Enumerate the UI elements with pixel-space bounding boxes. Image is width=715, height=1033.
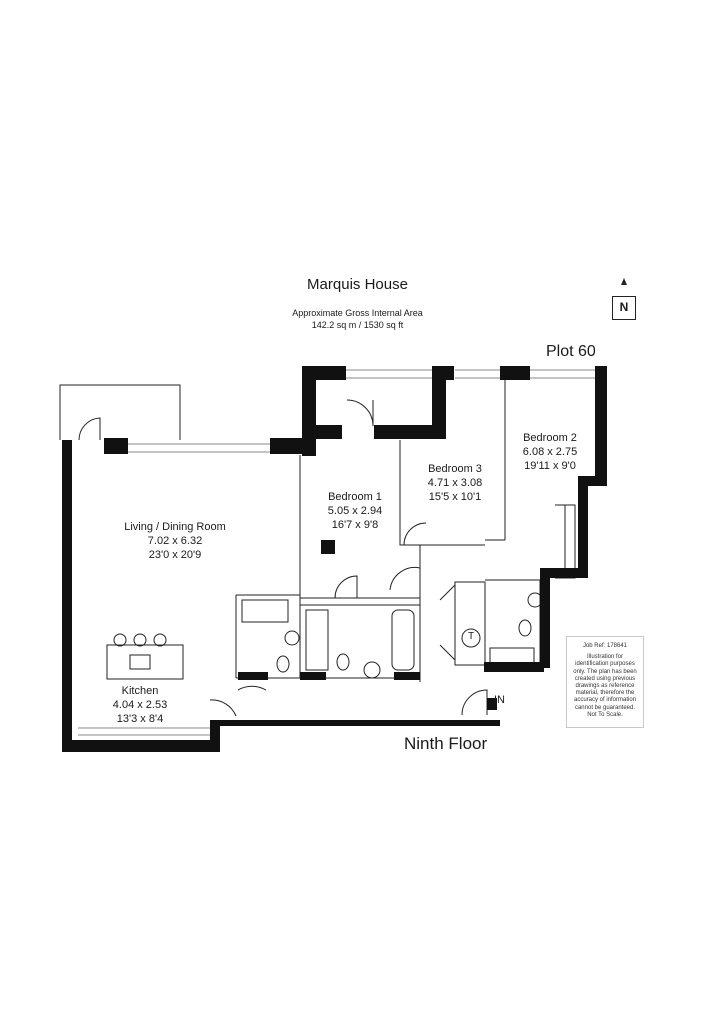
wall bbox=[432, 366, 446, 439]
room-metric: 4.71 x 3.08 bbox=[427, 477, 483, 489]
room-imperial: 16'7 x 9'8 bbox=[331, 519, 379, 531]
door-swing bbox=[237, 685, 267, 691]
toilet bbox=[518, 619, 532, 637]
wall bbox=[394, 672, 420, 680]
shower-tray bbox=[305, 609, 329, 671]
toilet bbox=[276, 655, 290, 673]
column bbox=[321, 540, 335, 554]
wall bbox=[484, 662, 544, 672]
wall bbox=[500, 366, 530, 380]
stool bbox=[133, 633, 147, 647]
wall bbox=[210, 720, 220, 752]
disclaimer-text: Illustration for identification purposes… bbox=[573, 654, 637, 718]
room-label-kitchen: Kitchen 4.04 x 2.53 13'3 x 8'4 bbox=[90, 684, 190, 726]
room-imperial: 23'0 x 20'9 bbox=[148, 549, 202, 561]
stool bbox=[153, 633, 167, 647]
room-label-living: Living / Dining Room 7.02 x 6.32 23'0 x … bbox=[110, 520, 240, 562]
wall bbox=[540, 568, 550, 668]
cylinder-cupboard bbox=[461, 628, 481, 648]
basin bbox=[284, 630, 300, 646]
bedroom3-window bbox=[455, 369, 500, 379]
door-swing bbox=[334, 575, 358, 599]
entrance-label: IN bbox=[494, 694, 505, 706]
stool bbox=[113, 633, 127, 647]
wall bbox=[487, 698, 497, 710]
floor-label: Ninth Floor bbox=[404, 734, 488, 753]
door-swing bbox=[439, 584, 456, 661]
door-swing bbox=[209, 699, 237, 717]
plot-label: Plot 60 bbox=[546, 343, 596, 360]
wall bbox=[300, 672, 326, 680]
toilet bbox=[336, 653, 350, 671]
disclaimer-box: Job Ref: 178641 Illustration for identif… bbox=[566, 636, 644, 728]
room-metric: 7.02 x 6.32 bbox=[147, 535, 203, 547]
area-label: Approximate Gross Internal Area bbox=[292, 308, 423, 318]
wall bbox=[220, 720, 500, 726]
room-imperial: 13'3 x 8'4 bbox=[116, 713, 164, 725]
basin bbox=[363, 661, 381, 679]
area-value: 142.2 sq m / 1530 sq ft bbox=[311, 320, 404, 330]
wall bbox=[578, 476, 607, 486]
wall bbox=[374, 425, 446, 439]
room-imperial: 15'5 x 10'1 bbox=[428, 491, 482, 503]
wall bbox=[302, 366, 346, 380]
room-metric: 5.05 x 2.94 bbox=[327, 505, 383, 517]
wardrobe bbox=[555, 504, 576, 579]
wall bbox=[578, 476, 588, 576]
wall bbox=[62, 440, 72, 752]
north-arrow-icon bbox=[621, 278, 627, 285]
balcony-outline bbox=[59, 384, 181, 440]
bedroom2-window bbox=[530, 369, 595, 379]
door-swing bbox=[461, 689, 488, 716]
kitchen-island bbox=[106, 644, 184, 680]
door-swing bbox=[403, 522, 427, 546]
kitchen-window bbox=[78, 727, 210, 736]
bathtub bbox=[391, 609, 415, 671]
room-name: Bedroom 2 bbox=[523, 432, 577, 444]
wall bbox=[316, 425, 342, 439]
room-imperial: 19'11 x 9'0 bbox=[524, 460, 576, 472]
door-swing bbox=[346, 399, 374, 427]
building-name: Marquis House bbox=[307, 276, 408, 293]
wall bbox=[238, 672, 268, 680]
wall bbox=[545, 568, 588, 578]
room-label-bedroom2: Bedroom 2 6.08 x 2.75 19'11 x 9'0 bbox=[505, 431, 595, 473]
interior-walls bbox=[235, 380, 545, 682]
wall bbox=[595, 366, 607, 478]
living-window bbox=[128, 443, 270, 453]
bedroom1-window bbox=[345, 369, 432, 379]
room-name: Living / Dining Room bbox=[124, 521, 226, 533]
cupboard-marker: T bbox=[467, 631, 475, 642]
wall bbox=[302, 366, 316, 456]
room-name: Kitchen bbox=[121, 685, 159, 697]
room-label-bedroom3: Bedroom 3 4.71 x 3.08 15'5 x 10'1 bbox=[410, 462, 500, 504]
room-name: Bedroom 1 bbox=[328, 491, 382, 503]
shower-tray bbox=[241, 599, 289, 623]
wall bbox=[270, 438, 302, 454]
room-metric: 4.04 x 2.53 bbox=[112, 699, 168, 711]
north-label: N bbox=[612, 296, 636, 320]
wall bbox=[62, 740, 220, 752]
wall bbox=[104, 438, 128, 454]
sink bbox=[129, 654, 151, 670]
north-indicator: N bbox=[612, 276, 636, 324]
room-label-bedroom1: Bedroom 1 5.05 x 2.94 16'7 x 9'8 bbox=[310, 490, 400, 532]
door-swing bbox=[389, 567, 421, 591]
room-metric: 6.08 x 2.75 bbox=[522, 446, 578, 458]
door-swing bbox=[78, 417, 101, 441]
job-ref: Job Ref: 178641 bbox=[582, 643, 628, 649]
room-name: Bedroom 3 bbox=[428, 463, 482, 475]
